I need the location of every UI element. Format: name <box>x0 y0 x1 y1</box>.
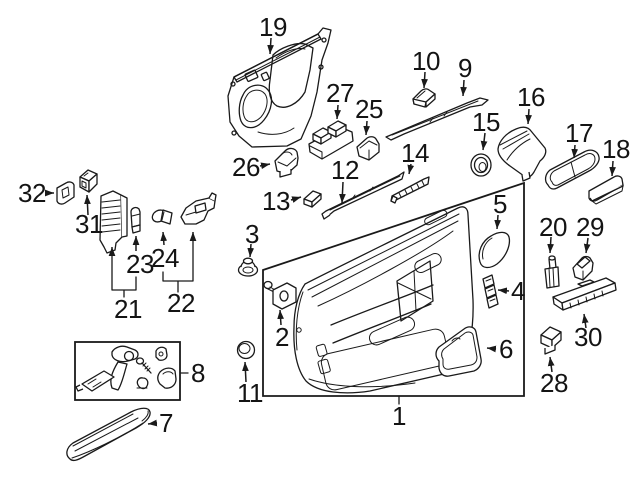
part-label-4: 4 <box>511 276 525 306</box>
part-label-12: 12 <box>331 155 359 185</box>
part-label-9: 9 <box>458 53 472 83</box>
part-label-5: 5 <box>493 189 507 219</box>
part-label-18: 18 <box>602 134 630 164</box>
part-label-17: 17 <box>565 118 593 148</box>
part-label-24: 24 <box>151 243 179 273</box>
part-7-armrest-drawing <box>66 407 151 462</box>
part-label-13: 13 <box>262 186 290 216</box>
part-label-27: 27 <box>326 78 354 108</box>
part-8-group-box <box>74 341 189 401</box>
part-9-trim-strip-drawing <box>385 97 489 141</box>
part-label-23: 23 <box>126 249 154 279</box>
part-label-1: 1 <box>392 401 406 431</box>
part-3-clip-drawing <box>237 257 259 277</box>
part-label-2: 2 <box>275 322 289 352</box>
part-label-3: 3 <box>245 219 259 249</box>
part-2-fastener-drawing <box>263 280 297 310</box>
part-17-handle-trim-drawing <box>544 149 600 190</box>
part-31-connector-drawing <box>79 169 98 193</box>
part-label-19: 19 <box>259 12 287 42</box>
part-label-25: 25 <box>355 94 383 124</box>
part-8-handle-kit-drawing <box>75 345 177 392</box>
part-18-trim-pad-drawing <box>588 175 624 205</box>
part-label-20: 20 <box>539 212 567 242</box>
part-32-switch-drawing <box>56 181 75 205</box>
part-label-6: 6 <box>499 334 513 364</box>
bracket-22 <box>162 232 197 293</box>
part-label-30: 30 <box>574 322 602 352</box>
part-label-26: 26 <box>232 152 260 182</box>
part-13-cap-drawing <box>303 190 322 208</box>
part-20-bulb-drawing <box>544 255 560 289</box>
part-16-corner-cover-drawing <box>497 126 547 182</box>
part-30-switch-strip-drawing <box>552 277 617 311</box>
part-label-14: 14 <box>401 138 429 168</box>
part-26-switch-drawing <box>274 147 299 178</box>
part-25-switch-drawing <box>356 136 380 161</box>
part-label-21: 21 <box>114 294 142 324</box>
part-11-cap-drawing <box>236 340 256 360</box>
part-label-28: 28 <box>540 368 568 398</box>
part-label-8: 8 <box>191 358 205 388</box>
part-12-trim-strip-drawing <box>321 171 405 220</box>
part-label-7: 7 <box>159 408 173 438</box>
part-14-strip-drawing <box>390 176 430 204</box>
part-21-lamp-housing-drawing <box>99 190 128 254</box>
part-label-22: 22 <box>167 288 195 318</box>
part-10-cap-drawing <box>412 88 436 108</box>
part-28-switch-drawing <box>540 326 562 355</box>
part-label-16: 16 <box>517 82 545 112</box>
part-4-vent-strip-drawing <box>482 274 499 309</box>
part-1-group-box <box>262 181 525 405</box>
part-19-water-shield-drawing <box>227 27 332 148</box>
part-22-lamp-housing-drawing <box>180 192 217 225</box>
part-23-bulb-drawing <box>130 206 141 234</box>
part-15-grommet-drawing <box>470 153 492 177</box>
part-label-10: 10 <box>412 46 440 76</box>
part-label-29: 29 <box>576 212 604 242</box>
part-29-switch-drawing <box>572 255 594 281</box>
bracket-21 <box>108 247 137 298</box>
part-27-window-switch-drawing <box>308 120 354 160</box>
part-24-bulb-drawing <box>151 209 173 225</box>
part-label-15: 15 <box>472 107 500 137</box>
part-label-31: 31 <box>75 209 103 239</box>
leader-arrows <box>45 37 616 427</box>
part-label-11: 11 <box>237 378 264 408</box>
part-5-tweeter-cover-drawing <box>478 231 511 269</box>
part-label-32: 32 <box>18 178 46 208</box>
part-6-pocket-lid-drawing <box>435 326 482 377</box>
